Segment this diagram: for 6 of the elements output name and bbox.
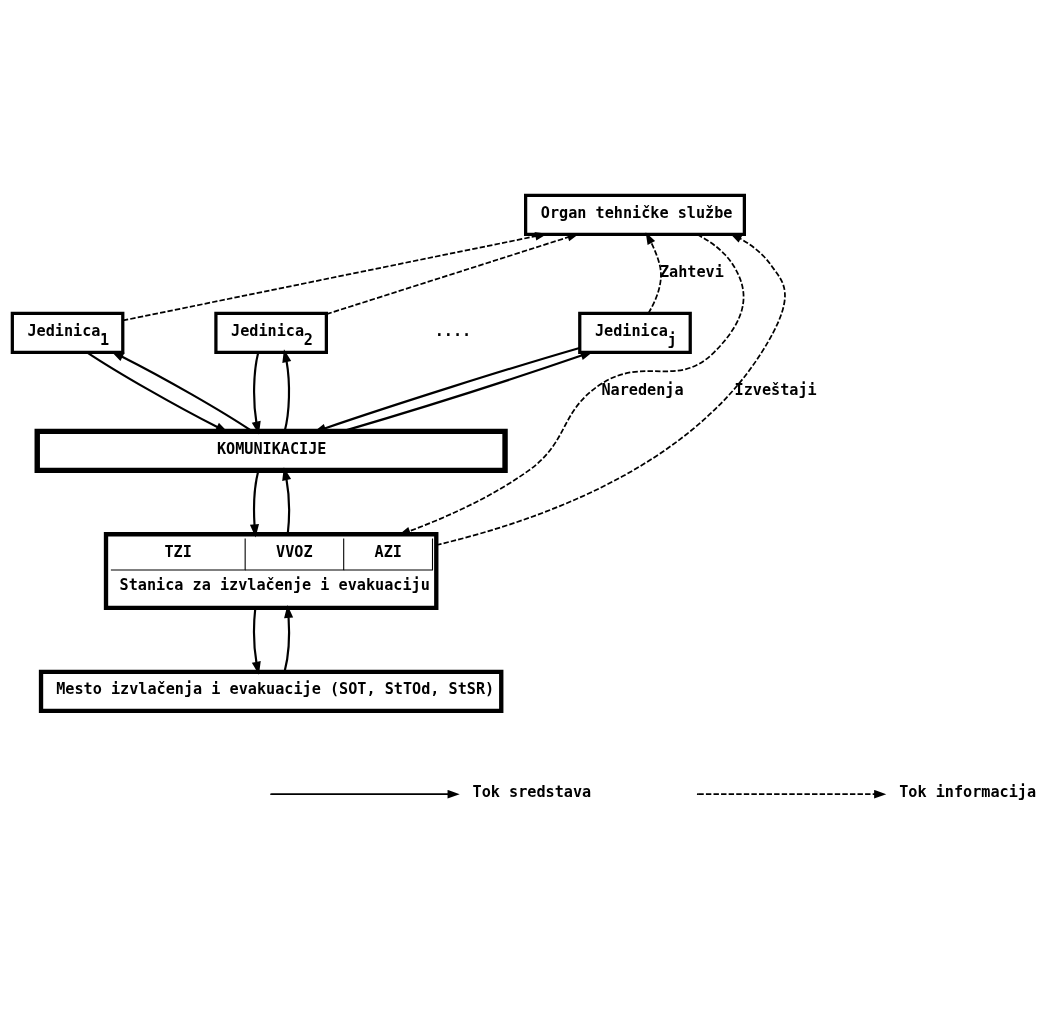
edge-label: Naredenja <box>601 380 684 399</box>
edge-label: Izveštaji <box>734 380 817 399</box>
edge-label: Zahtevi <box>659 262 724 281</box>
label: .... <box>434 321 472 340</box>
legend-label: Tok sredstava <box>472 783 592 802</box>
legend-label: Tok informacija <box>899 783 1037 802</box>
